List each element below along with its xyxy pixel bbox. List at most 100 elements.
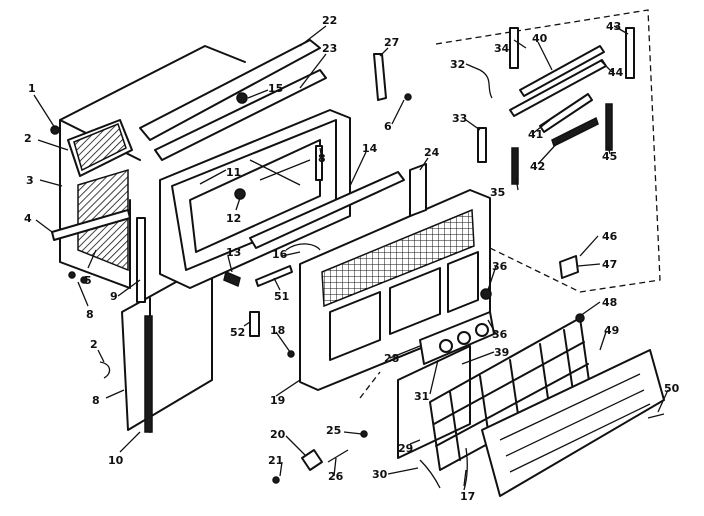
kit-boundary xyxy=(435,9,661,293)
wire-30 xyxy=(419,459,441,489)
callout-2: 2 xyxy=(24,132,32,145)
spring-32 xyxy=(479,69,493,99)
screw-8b xyxy=(80,276,88,284)
callout-33: 33 xyxy=(452,112,467,125)
callout-43: 43 xyxy=(606,20,621,33)
spring-45 xyxy=(605,103,613,151)
callout-3: 3 xyxy=(26,174,34,187)
callout-34: 34 xyxy=(494,42,510,55)
leader-lines xyxy=(33,25,669,487)
callout-8b: 8 xyxy=(92,394,100,407)
cable-17 xyxy=(463,447,468,491)
callout-51: 51 xyxy=(274,290,289,303)
screw-8a xyxy=(68,271,76,279)
callout-5: 5 xyxy=(84,274,92,287)
callout-13: 13 xyxy=(226,246,241,259)
spring-35 xyxy=(511,147,519,185)
callout-14: 14 xyxy=(362,142,378,155)
chassis-frame xyxy=(159,109,351,289)
bracket-27 xyxy=(373,53,387,101)
clip-13 xyxy=(223,270,241,288)
bracket-24 xyxy=(409,163,427,217)
callout-36a: 36 xyxy=(492,260,508,273)
callout-50: 50 xyxy=(664,382,680,395)
front-frame-assembly xyxy=(249,163,665,497)
callout-labels: 1 2 3 4 5 8 9 2 8 10 22 23 15 11 12 13 2… xyxy=(24,14,680,503)
callout-8c: 8 xyxy=(318,152,326,165)
callout-31: 31 xyxy=(414,390,429,403)
tab-50 xyxy=(647,413,665,419)
callout-36b: 36 xyxy=(492,328,508,341)
callout-44: 44 xyxy=(608,66,624,79)
upper-rail xyxy=(154,69,327,161)
callout-8: 8 xyxy=(86,308,94,321)
callout-28: 28 xyxy=(384,352,399,365)
filter-panel xyxy=(397,345,471,459)
long-bar xyxy=(249,171,405,249)
side-panel-strip xyxy=(144,315,153,433)
cover-louvers xyxy=(499,373,651,473)
callout-35: 35 xyxy=(490,186,505,199)
callout-27: 27 xyxy=(384,36,399,49)
callout-21: 21 xyxy=(268,454,283,467)
wire-16 xyxy=(285,243,321,251)
guide-line-19 xyxy=(359,371,381,399)
tube-51 xyxy=(255,265,293,287)
callout-29: 29 xyxy=(398,442,413,455)
screw-1 xyxy=(50,125,60,135)
callout-45: 45 xyxy=(602,150,617,163)
knob-1 xyxy=(439,339,453,353)
callout-41: 41 xyxy=(528,128,543,141)
callout-40: 40 xyxy=(532,32,548,45)
callout-47: 47 xyxy=(602,258,617,271)
callout-10: 10 xyxy=(108,454,124,467)
callout-20: 20 xyxy=(270,428,286,441)
knob-3 xyxy=(475,323,489,337)
bar-42 xyxy=(551,116,599,148)
tube-52 xyxy=(249,311,260,337)
component-kit xyxy=(435,9,661,293)
knob-2 xyxy=(457,331,471,345)
callout-11: 11 xyxy=(226,166,241,179)
cabinet-assembly xyxy=(50,39,412,433)
callout-23: 23 xyxy=(322,42,337,55)
callout-17: 17 xyxy=(460,490,475,503)
callout-4: 4 xyxy=(24,212,32,225)
callout-26: 26 xyxy=(328,470,344,483)
grille-hook xyxy=(575,313,585,323)
nut-6 xyxy=(404,93,412,101)
callout-48: 48 xyxy=(602,296,617,309)
knob-36 xyxy=(480,288,492,300)
callout-39: 39 xyxy=(494,346,509,359)
callout-42: 42 xyxy=(530,160,545,173)
callout-52: 52 xyxy=(230,326,245,339)
callout-15: 15 xyxy=(268,82,283,95)
callout-16: 16 xyxy=(272,248,288,261)
condenser-coil-fins xyxy=(73,123,127,172)
side-panel xyxy=(121,261,213,431)
callout-9: 9 xyxy=(110,290,118,303)
rail-40 xyxy=(519,45,605,97)
front-frame-vent xyxy=(321,208,475,308)
callout-2b: 2 xyxy=(90,338,98,351)
rod-43 xyxy=(625,27,635,79)
screw-21 xyxy=(272,476,280,484)
knob-20 xyxy=(301,449,323,471)
link-26 xyxy=(327,449,349,463)
callout-30: 30 xyxy=(372,468,388,481)
rod-33 xyxy=(477,127,487,163)
screw-15 xyxy=(236,92,248,104)
top-rail xyxy=(139,39,321,141)
clip-47 xyxy=(559,255,579,279)
callout-12: 12 xyxy=(226,212,241,225)
callout-1: 1 xyxy=(28,82,36,95)
brace-bar xyxy=(51,209,131,241)
rod-34 xyxy=(509,27,519,69)
callout-18: 18 xyxy=(270,324,285,337)
spring-clip-2 xyxy=(99,361,111,379)
callout-46: 46 xyxy=(602,230,618,243)
chassis-bracket xyxy=(249,159,311,186)
screw-18 xyxy=(287,350,295,358)
callout-6: 6 xyxy=(384,120,392,133)
